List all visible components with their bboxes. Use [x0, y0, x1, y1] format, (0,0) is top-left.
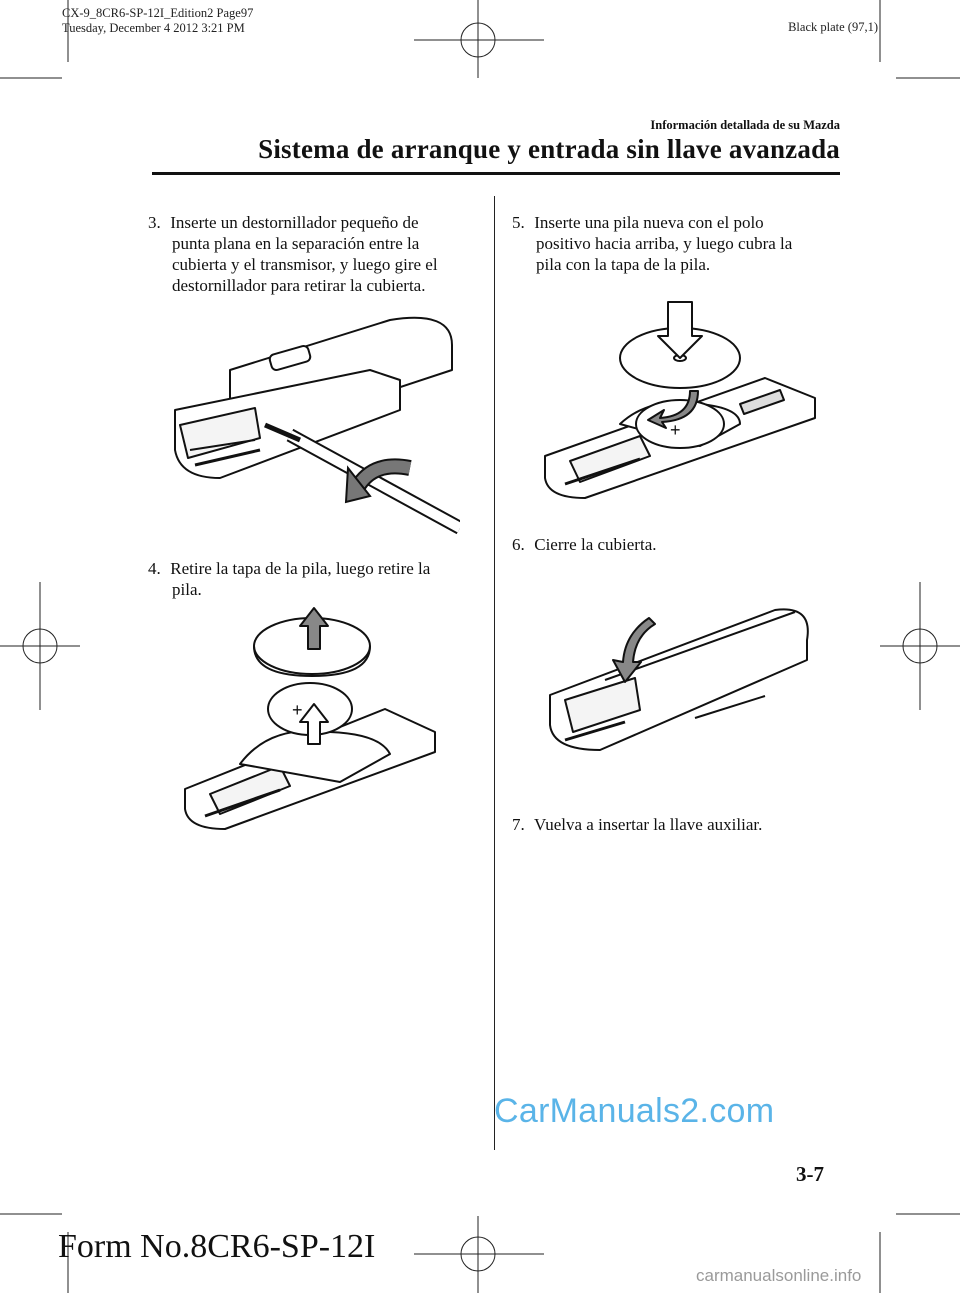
step-7: 7. Vuelva a insertar la llave auxiliar.	[512, 814, 842, 835]
step-text-line: destornillador para retirar la cubierta.	[172, 276, 426, 295]
section-label: Información detallada de su Mazda	[650, 118, 840, 132]
svg-text:+: +	[292, 700, 303, 720]
watermark-carmanuals2: CarManuals2.com	[494, 1092, 775, 1130]
step-5: 5. Inserte una pila nueva con el polo po…	[512, 212, 842, 275]
step-4: 4. Retire la tapa de la pila, luego reti…	[148, 558, 478, 600]
step-text-line: pila.	[172, 580, 202, 599]
step-number: 7.	[512, 815, 525, 834]
step-number: 3.	[148, 213, 161, 232]
date-line: Tuesday, December 4 2012 3:21 PM	[62, 21, 245, 35]
step-text-line: Inserte una pila nueva con el polo	[534, 213, 764, 232]
step-text-line: positivo hacia arriba, y luego cubra la	[536, 234, 793, 253]
column-divider	[494, 196, 495, 1150]
step-number: 5.	[512, 213, 525, 232]
step-text-line: Cierre la cubierta.	[534, 535, 657, 554]
step-3: 3. Inserte un destornillador pequeño de …	[148, 212, 478, 296]
illustration-insert-battery: +	[544, 301, 816, 499]
step-text-line: cubierta y el transmisor, y luego gire e…	[172, 255, 438, 274]
page-title: Sistema de arranque y entrada sin llave …	[258, 134, 840, 164]
print-metadata: CX-9_8CR6-SP-12I_Edition2 Page97 Tuesday…	[62, 6, 253, 36]
plate-label: Black plate (97,1)	[788, 20, 878, 34]
watermark-carmanualsonline: carmanualsonline.info	[696, 1266, 862, 1285]
page-number: 3-7	[796, 1162, 824, 1186]
step-number: 6.	[512, 535, 525, 554]
step-text-line: Retire la tapa de la pila, luego retire …	[170, 559, 431, 578]
step-text-line: Inserte un destornillador pequeño de	[170, 213, 419, 232]
form-number: Form No.8CR6-SP-12I	[58, 1228, 376, 1265]
illustration-close-cover	[549, 608, 809, 751]
step-text-line: punta plana en la separación entre la	[172, 234, 420, 253]
step-text-line: pila con la tapa de la pila.	[536, 255, 711, 274]
step-number: 4.	[148, 559, 161, 578]
step-6: 6. Cierre la cubierta.	[512, 534, 842, 555]
svg-text:+: +	[670, 420, 681, 440]
illustration-open-cover	[174, 316, 460, 535]
header-rule	[152, 172, 840, 175]
file-line: CX-9_8CR6-SP-12I_Edition2 Page97	[62, 6, 254, 20]
illustration-remove-battery: +	[184, 607, 436, 830]
step-text-line: Vuelva a insertar la llave auxiliar.	[533, 815, 763, 834]
